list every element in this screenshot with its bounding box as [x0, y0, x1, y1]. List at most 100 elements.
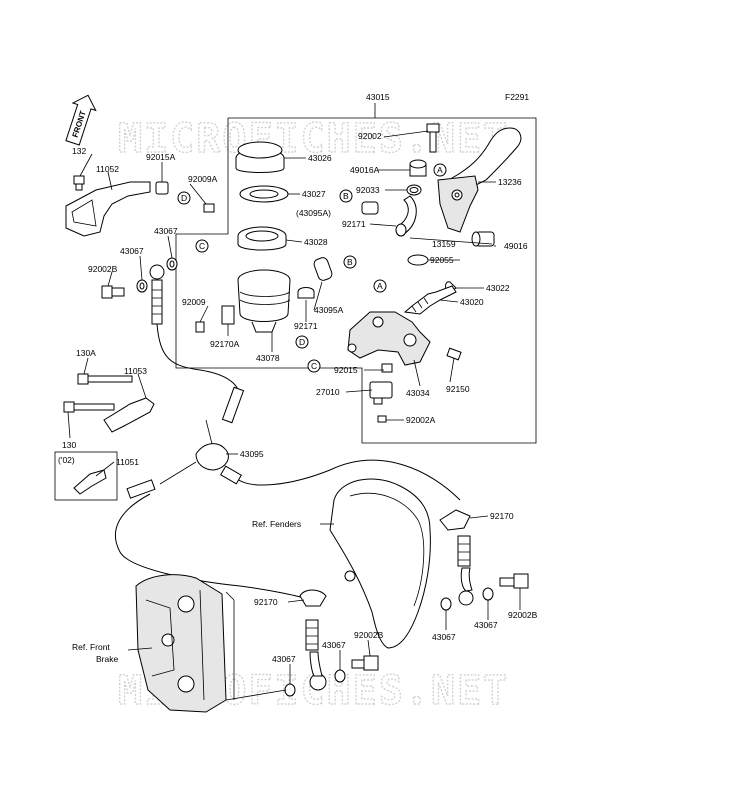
- svg-text:A: A: [437, 165, 443, 175]
- diaphragm-43028: [237, 226, 287, 251]
- label-92002B-right: 92002B: [508, 610, 538, 620]
- label-ref-fenders: Ref. Fenders: [252, 519, 301, 529]
- label-27010: 27010: [316, 387, 340, 397]
- svg-text:B: B: [347, 257, 353, 267]
- label-43095: 43095: [240, 449, 264, 459]
- master-cylinder-body-43034: [347, 311, 431, 366]
- washer-43067-top: [166, 257, 178, 271]
- label-92009A: 92009A: [188, 174, 218, 184]
- label-ref-front-brake-1: Ref. Front: [72, 642, 110, 652]
- label-130A: 130A: [76, 348, 96, 358]
- label-43015: 43015: [366, 92, 390, 102]
- screw-92002A: [377, 415, 387, 423]
- bolt-132: [73, 175, 85, 191]
- label-92002B-bottom: 92002B: [354, 630, 384, 640]
- banjo-fitting-bottom: [309, 651, 327, 691]
- banjo-92170-left: [299, 589, 327, 651]
- label-43028: 43028: [304, 237, 328, 247]
- callout-D1: D: [177, 191, 191, 205]
- label-92002-top: 92002: [358, 131, 382, 141]
- part-labels: 43015 92002 49016A 13236 92033 (43095A) …: [58, 92, 538, 664]
- callout-B2: B: [343, 255, 357, 269]
- banjo-fitting-right: [458, 567, 474, 606]
- label-92015A: 92015A: [146, 152, 176, 162]
- joint-43095: [126, 386, 245, 499]
- label-43026: 43026: [308, 153, 332, 163]
- banjo-fitting-left: [149, 264, 165, 325]
- front-brake-caliper: [135, 574, 227, 713]
- hose-13159: [395, 195, 417, 237]
- bracket-11051: [73, 469, 107, 495]
- hose-joint-right: [235, 459, 461, 501]
- variant-box-02: [54, 451, 118, 501]
- ring-92033: [406, 184, 422, 196]
- label-43095A: 43095A: [314, 305, 344, 315]
- label-130: 130: [62, 440, 76, 450]
- callout-B1: B: [339, 189, 353, 203]
- banjo-92170-right: [439, 509, 471, 567]
- bracket-11053: [103, 397, 155, 433]
- washer-43067-r2: [482, 587, 494, 601]
- label-13159: 13159: [432, 239, 456, 249]
- svg-text:C: C: [199, 241, 205, 251]
- svg-text:D: D: [181, 193, 187, 203]
- reservoir-43078: [237, 269, 291, 333]
- cap-43026: [235, 141, 285, 173]
- label-92002A: 92002A: [406, 415, 436, 425]
- label-43034: 43034: [406, 388, 430, 398]
- label-92170-left: 92170: [254, 597, 278, 607]
- screw-92150: [446, 347, 462, 361]
- switch-27010: [369, 381, 393, 405]
- callout-C2: C: [307, 359, 321, 373]
- clamp-43095A: [297, 257, 333, 299]
- figure-code: F2291: [505, 92, 529, 102]
- svg-text:A: A: [377, 281, 383, 291]
- washer-43067-r1: [440, 597, 452, 611]
- callout-C1: C: [195, 239, 209, 253]
- brake-lever: [437, 127, 522, 233]
- washer-43067-left: [136, 279, 148, 293]
- label-43022: 43022: [486, 283, 510, 293]
- svg-text:B: B: [343, 191, 349, 201]
- piston-43020: [403, 285, 457, 315]
- label-92002B-left: 92002B: [88, 264, 118, 274]
- label-92170A: 92170A: [210, 339, 240, 349]
- label-43067-b1: 43067: [272, 654, 296, 664]
- label-43027: 43027: [302, 189, 326, 199]
- label-92171-a: 92171: [342, 219, 366, 229]
- front-fender: [329, 478, 431, 649]
- watermark-top: MICROFICHES.NET: [118, 116, 509, 162]
- label-43067-top: 43067: [154, 226, 178, 236]
- label-43078: 43078: [256, 353, 280, 363]
- label-11051: 11051: [116, 457, 139, 467]
- bolt-130A: [77, 373, 133, 385]
- label-49016A: 49016A: [350, 165, 380, 175]
- assembly-frame: [175, 117, 537, 444]
- label-43020: 43020: [460, 297, 484, 307]
- label-49016: 49016: [504, 241, 528, 251]
- bolt-92002B-left: [101, 285, 125, 299]
- screw-92009: [195, 321, 205, 333]
- bracket-11052: [65, 181, 151, 237]
- bracket-92170A: [221, 305, 235, 325]
- washer-43067-b2: [334, 669, 346, 683]
- label-43067-b2: 43067: [322, 640, 346, 650]
- label-92033: 92033: [356, 185, 380, 195]
- bolt-92002B-bottom: [351, 655, 379, 671]
- callout-D2: D: [295, 335, 309, 349]
- oring-92055: [407, 254, 429, 266]
- label-92055: 92055: [430, 255, 454, 265]
- label-43067-left: 43067: [120, 246, 144, 256]
- leader-lines: [67, 130, 521, 701]
- label-11052: 11052: [96, 164, 119, 174]
- plate-43027: [239, 185, 289, 203]
- label-13236: 13236: [498, 177, 522, 187]
- washer-49016A: [409, 159, 427, 177]
- nut-92015: [381, 363, 393, 373]
- label-92170-right: 92170: [490, 511, 514, 521]
- label-92015: 92015: [334, 365, 358, 375]
- label-92150: 92150: [446, 384, 470, 394]
- bolt-130: [63, 401, 115, 413]
- hose-joint-lower: [115, 493, 311, 601]
